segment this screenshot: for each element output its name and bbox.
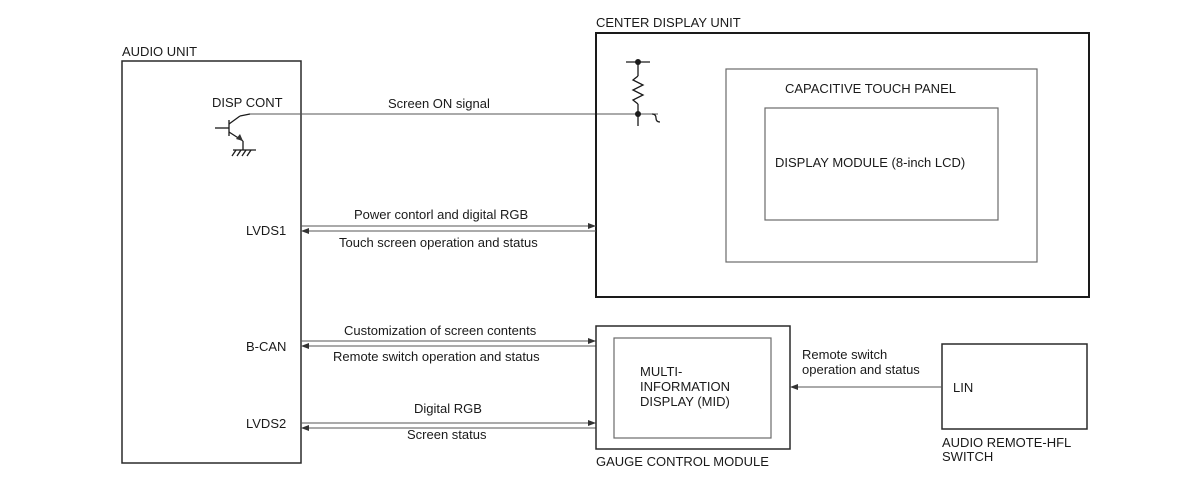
remote-to-gauge-label-line1: Remote switch [802, 347, 887, 362]
customization-arrow [588, 338, 596, 344]
transistor-symbol [215, 113, 256, 157]
remote-switch-title-line1: AUDIO REMOTE-HFL [942, 435, 1071, 450]
display-module-box [764, 107, 999, 221]
display-module-label: DISPLAY MODULE (8-inch LCD) [775, 155, 965, 170]
mid-label-line3: DISPLAY (MID) [640, 394, 730, 409]
power-rgb-arrow [588, 223, 596, 229]
touch-panel-box [725, 68, 1038, 263]
pullup-resistor-symbol [626, 59, 661, 126]
center-display-box [595, 32, 1090, 298]
remote-status-arrow [301, 343, 309, 349]
touch-status-label: Touch screen operation and status [339, 235, 538, 250]
mid-box [613, 337, 772, 439]
remote-status-label: Remote switch operation and status [333, 349, 540, 364]
mid-label-line1: MULTI- [640, 364, 682, 379]
remote-switch-title-line2: SWITCH [942, 449, 993, 464]
screen-status-label: Screen status [407, 427, 487, 442]
lvds1-label: LVDS1 [246, 223, 286, 238]
audio-unit-title: AUDIO UNIT [122, 44, 197, 59]
gauge-module-title: GAUGE CONTROL MODULE [596, 454, 769, 469]
lvds2-label: LVDS2 [246, 416, 286, 431]
screen-status-arrow [301, 425, 309, 431]
lin-label: LIN [953, 380, 973, 395]
audio-unit-box [121, 60, 302, 464]
customization-label: Customization of screen contents [344, 323, 537, 338]
remote-to-gauge-arrow [790, 384, 798, 390]
power-rgb-label: Power contorl and digital RGB [354, 207, 528, 222]
screen-on-label: Screen ON signal [388, 96, 490, 111]
disp-cont-label: DISP CONT [212, 95, 283, 110]
touch-panel-label: CAPACITIVE TOUCH PANEL [785, 81, 956, 96]
touch-status-arrow [301, 228, 309, 234]
remote-to-gauge-label-line2: operation and status [802, 362, 920, 377]
digital-rgb-arrow [588, 420, 596, 426]
center-display-title: CENTER DISPLAY UNIT [596, 15, 741, 30]
bcan-label: B-CAN [246, 339, 286, 354]
mid-label-line2: INFORMATION [640, 379, 730, 394]
digital-rgb-label: Digital RGB [414, 401, 482, 416]
